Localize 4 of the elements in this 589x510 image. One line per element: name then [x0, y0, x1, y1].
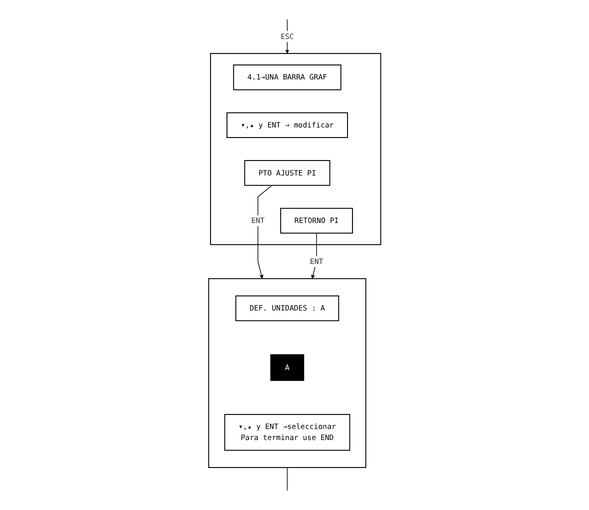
cluster — [208, 278, 366, 468]
cluster — [210, 53, 381, 246]
arrow — [310, 232, 317, 279]
arrow — [257, 185, 272, 279]
